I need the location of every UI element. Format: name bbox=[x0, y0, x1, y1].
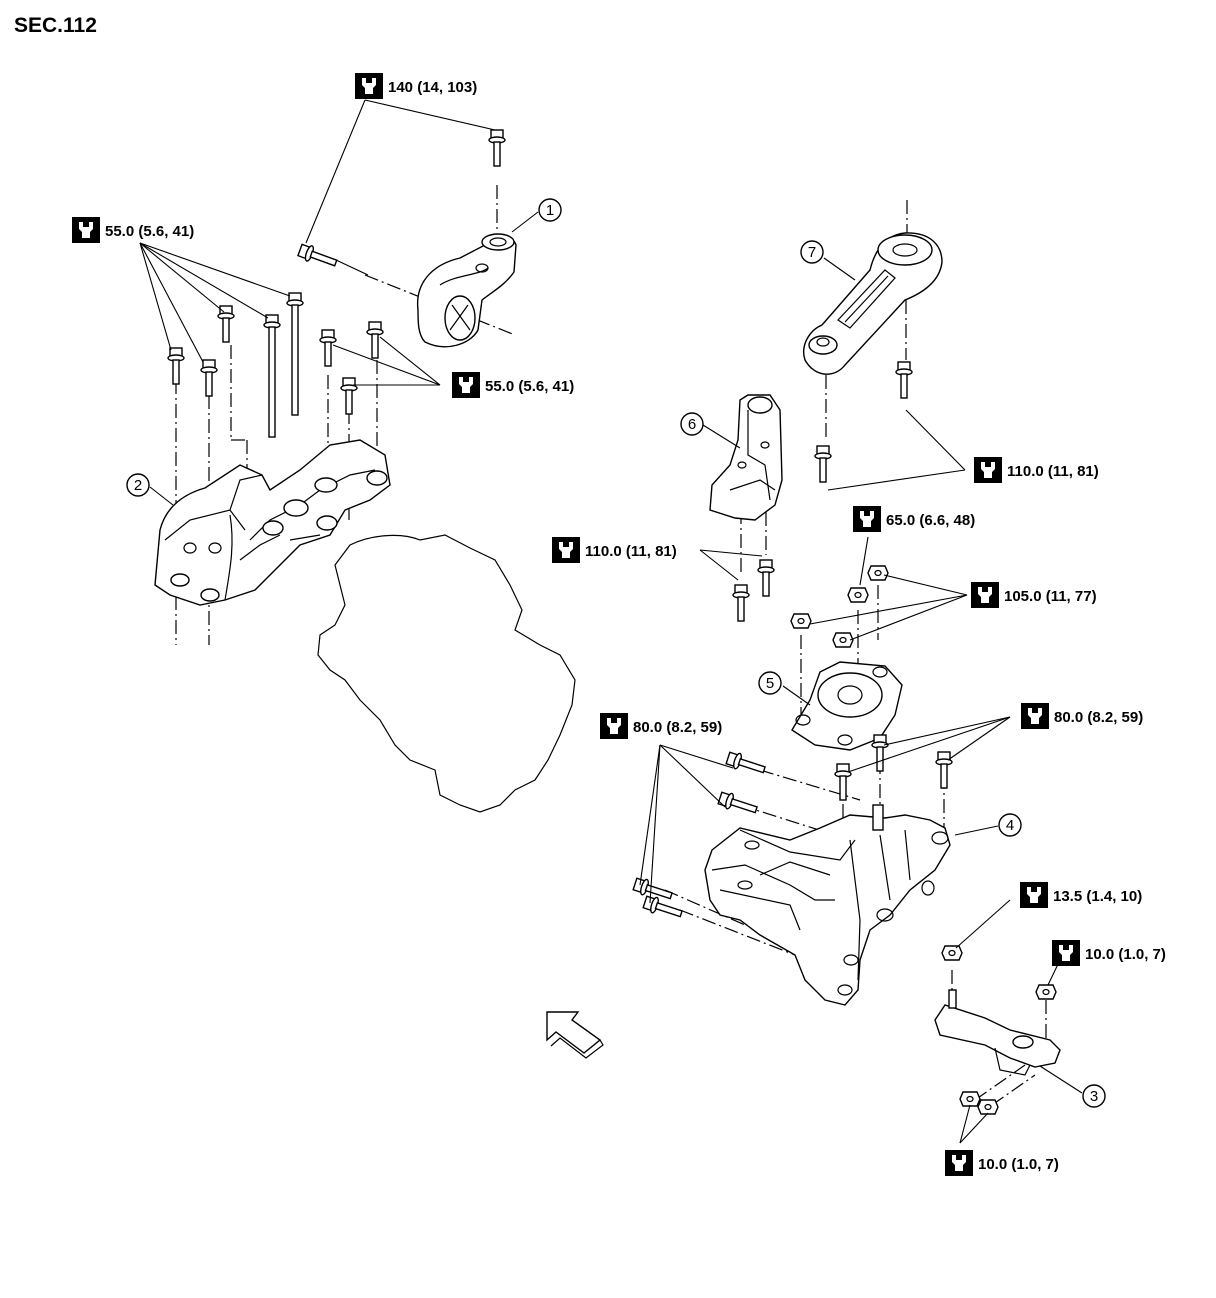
front-direction-arrow-icon bbox=[546, 1011, 604, 1059]
callout-3: 3 bbox=[1082, 1084, 1106, 1108]
bolt-vertical-part1 bbox=[488, 129, 506, 167]
svg-text:140 (14, 103): 140 (14, 103) bbox=[388, 79, 477, 96]
part-5-mount-insulator bbox=[791, 661, 903, 751]
part-3-small-bracket bbox=[934, 1004, 1061, 1076]
svg-text:1: 1 bbox=[546, 202, 554, 219]
part-7-rear-torque-rod bbox=[803, 232, 943, 375]
torque-wrench-icon bbox=[600, 713, 628, 739]
bolt-horizontal-part1 bbox=[296, 241, 369, 276]
svg-text:55.0 (5.6, 41): 55.0 (5.6, 41) bbox=[105, 223, 194, 240]
svg-text:65.0 (6.6, 48): 65.0 (6.6, 48) bbox=[886, 512, 975, 529]
bolts-part3 bbox=[941, 945, 1057, 1115]
torque-label-7: 105.0 (11, 77) bbox=[971, 582, 1097, 608]
torque-wrench-icon bbox=[72, 217, 100, 243]
torque-label-6: 110.0 (11, 81) bbox=[552, 537, 677, 563]
svg-text:7: 7 bbox=[808, 244, 816, 261]
engine-outline bbox=[317, 534, 576, 813]
callout-5: 5 bbox=[758, 671, 782, 695]
leader-lines bbox=[139, 99, 1083, 1144]
callout-7: 7 bbox=[800, 240, 824, 264]
part-1-upper-torque-rod bbox=[416, 233, 517, 348]
bolts-part6 bbox=[732, 559, 775, 622]
torque-label-1: 140 (14, 103) bbox=[355, 73, 477, 99]
torque-wrench-icon bbox=[452, 372, 480, 398]
svg-text:55.0 (5.6, 41): 55.0 (5.6, 41) bbox=[485, 378, 574, 395]
svg-text:105.0 (11, 77): 105.0 (11, 77) bbox=[1004, 588, 1097, 605]
svg-text:4: 4 bbox=[1006, 817, 1014, 834]
svg-text:80.0 (8.2, 59): 80.0 (8.2, 59) bbox=[1054, 709, 1143, 726]
svg-text:10.0 (1.0, 7): 10.0 (1.0, 7) bbox=[1085, 946, 1166, 963]
svg-text:3: 3 bbox=[1090, 1088, 1098, 1105]
callout-1: 1 bbox=[538, 198, 562, 222]
part-6-bracket bbox=[709, 394, 783, 521]
torque-label-8: 80.0 (8.2, 59) bbox=[600, 713, 722, 739]
torque-label-11: 10.0 (1.0, 7) bbox=[1052, 940, 1166, 966]
torque-wrench-icon bbox=[1021, 703, 1049, 729]
assembly-center-lines bbox=[175, 185, 1047, 1106]
torque-label-9: 80.0 (8.2, 59) bbox=[1021, 703, 1143, 729]
callout-6: 6 bbox=[680, 412, 704, 436]
bolts-part7 bbox=[814, 361, 913, 483]
torque-wrench-icon bbox=[971, 582, 999, 608]
svg-text:80.0 (8.2, 59): 80.0 (8.2, 59) bbox=[633, 719, 722, 736]
svg-text:110.0 (11, 81): 110.0 (11, 81) bbox=[1007, 463, 1099, 480]
svg-text:10.0 (1.0, 7): 10.0 (1.0, 7) bbox=[978, 1156, 1059, 1173]
svg-text:5: 5 bbox=[766, 675, 774, 692]
part-2-engine-mounting-bracket bbox=[154, 439, 391, 606]
callout-4: 4 bbox=[998, 813, 1022, 837]
section-label: SEC.112 bbox=[14, 14, 97, 37]
torque-wrench-icon bbox=[355, 73, 383, 99]
part-4-transmission-bracket bbox=[704, 804, 951, 1006]
torque-wrench-icon bbox=[945, 1150, 973, 1176]
torque-label-2: 55.0 (5.6, 41) bbox=[72, 217, 194, 243]
svg-text:110.0 (11, 81): 110.0 (11, 81) bbox=[585, 543, 677, 560]
torque-label-5: 65.0 (6.6, 48) bbox=[853, 506, 975, 532]
torque-label-4: 110.0 (11, 81) bbox=[974, 457, 1099, 483]
torque-label-3: 55.0 (5.6, 41) bbox=[452, 372, 574, 398]
torque-wrench-icon bbox=[1052, 940, 1080, 966]
torque-label-10: 13.5 (1.4, 10) bbox=[1020, 882, 1142, 908]
svg-text:2: 2 bbox=[134, 477, 142, 494]
svg-text:6: 6 bbox=[688, 416, 696, 433]
torque-wrench-icon bbox=[1020, 882, 1048, 908]
bolts-part2 bbox=[167, 292, 384, 438]
torque-wrench-icon bbox=[853, 506, 881, 532]
torque-label-12: 10.0 (1.0, 7) bbox=[945, 1150, 1059, 1176]
nuts-part5 bbox=[790, 565, 889, 648]
torque-wrench-icon bbox=[552, 537, 580, 563]
svg-text:13.5 (1.4, 10): 13.5 (1.4, 10) bbox=[1053, 888, 1142, 905]
callout-2: 2 bbox=[126, 473, 150, 497]
torque-wrench-icon bbox=[974, 457, 1002, 483]
